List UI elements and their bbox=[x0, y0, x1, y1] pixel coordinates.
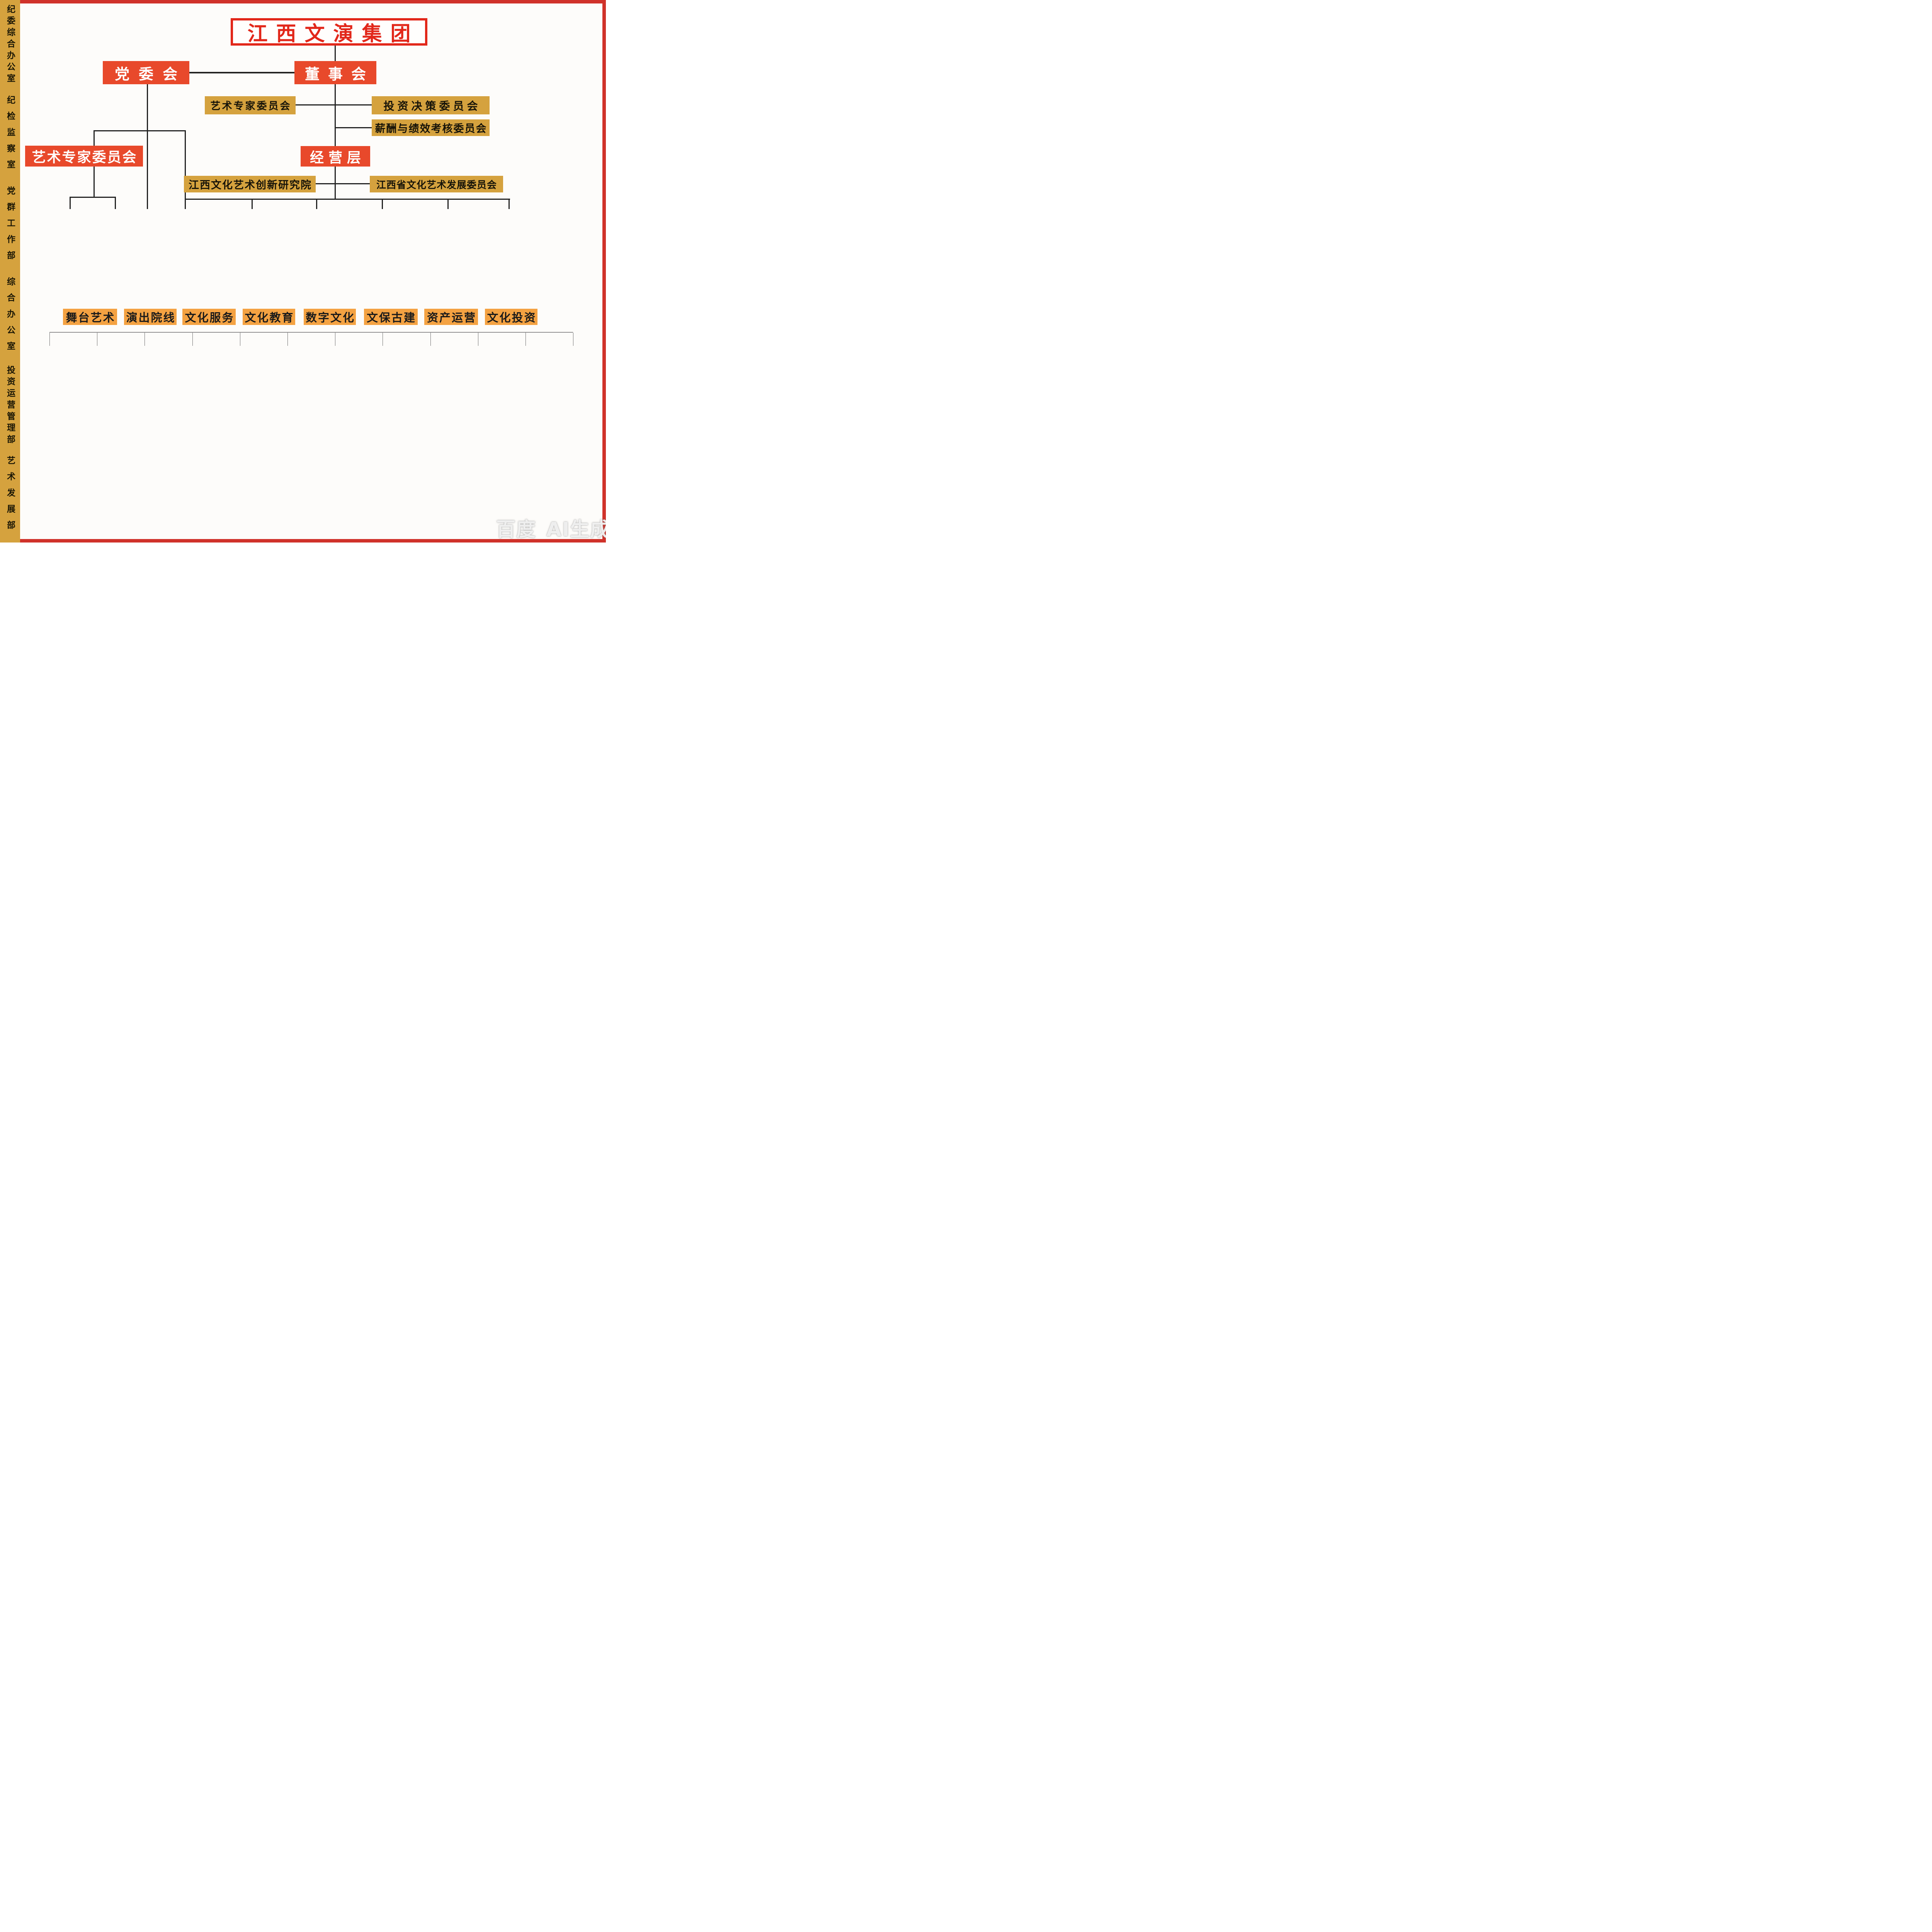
connector-line bbox=[447, 199, 449, 209]
category-cultural-service: 文化服务 bbox=[182, 309, 236, 325]
compensation-performance-committee-box: 薪酬与绩效考核委员会 bbox=[372, 119, 490, 136]
category-stage-art: 舞台艺术 bbox=[63, 309, 117, 325]
party-committee-box: 党委会 bbox=[103, 61, 189, 84]
connector-line bbox=[296, 104, 372, 105]
management-layer-box: 经营层 bbox=[301, 146, 370, 167]
group-title-box: 江西文演集团 bbox=[231, 18, 427, 46]
category-cultural-investment: 文化投资 bbox=[485, 309, 537, 325]
department-box-human-resources: 人力资源部 bbox=[0, 540, 20, 543]
connector-line bbox=[185, 199, 510, 200]
connector-line bbox=[94, 130, 185, 131]
connector-line bbox=[94, 167, 95, 197]
department-box-investment-operation: 投资运营管理部 bbox=[0, 361, 20, 449]
connector-line bbox=[185, 130, 186, 209]
connector-line bbox=[382, 199, 383, 209]
department-box-party-mass-work: 党群工作部 bbox=[0, 179, 20, 270]
category-asset-operation: 资产运营 bbox=[424, 309, 478, 325]
category-digital-culture: 数字文化 bbox=[304, 309, 356, 325]
connector-line bbox=[287, 333, 288, 346]
connector-line bbox=[316, 199, 317, 209]
ai-generated-watermark: 百度 AI生成 bbox=[496, 514, 606, 542]
party-art-expert-committee-box: 艺术专家委员会 bbox=[25, 146, 143, 167]
connector-line bbox=[335, 127, 372, 128]
art-expert-committee-box: 艺术专家委员会 bbox=[205, 96, 296, 114]
connector-line bbox=[189, 72, 294, 73]
watermark-brand: 百度 bbox=[496, 518, 536, 541]
connector-line bbox=[335, 46, 336, 61]
department-box-inspection-room: 纪检监察室 bbox=[0, 88, 20, 179]
connector-line bbox=[335, 84, 336, 146]
board-box: 董事会 bbox=[294, 61, 376, 84]
connector-line bbox=[430, 333, 431, 346]
watermark-label: AI生成 bbox=[546, 518, 606, 541]
connector-line bbox=[252, 199, 253, 209]
department-box-general-office: 综合办公室 bbox=[0, 270, 20, 361]
innovation-institute-box: 江西文化艺术创新研究院 bbox=[184, 176, 316, 192]
investment-decision-committee-box: 投资决策委员会 bbox=[372, 96, 490, 114]
department-box-discipline-office: 纪委综合办公室 bbox=[0, 0, 20, 88]
category-heritage-architecture: 文保古建 bbox=[364, 309, 418, 325]
connector-line bbox=[49, 333, 50, 346]
connector-line bbox=[115, 197, 116, 209]
connector-line bbox=[49, 332, 573, 333]
category-performance-circuit: 演出院线 bbox=[124, 309, 177, 325]
connector-line bbox=[70, 197, 116, 198]
connector-line bbox=[192, 333, 193, 346]
org-chart: 江西文演集团 党委会 董事会 艺术专家委员会 投资决策委员会 薪酬与绩效考核委员… bbox=[0, 0, 606, 543]
art-development-committee-box: 江西省文化艺术发展委员会 bbox=[370, 176, 503, 192]
department-box-art-development: 艺术发展部 bbox=[0, 449, 20, 540]
connector-line bbox=[509, 199, 510, 209]
connector-line bbox=[316, 183, 370, 184]
connector-line bbox=[147, 84, 148, 209]
connector-line bbox=[94, 130, 95, 146]
category-cultural-education: 文化教育 bbox=[243, 309, 295, 325]
connector-line bbox=[70, 197, 71, 209]
